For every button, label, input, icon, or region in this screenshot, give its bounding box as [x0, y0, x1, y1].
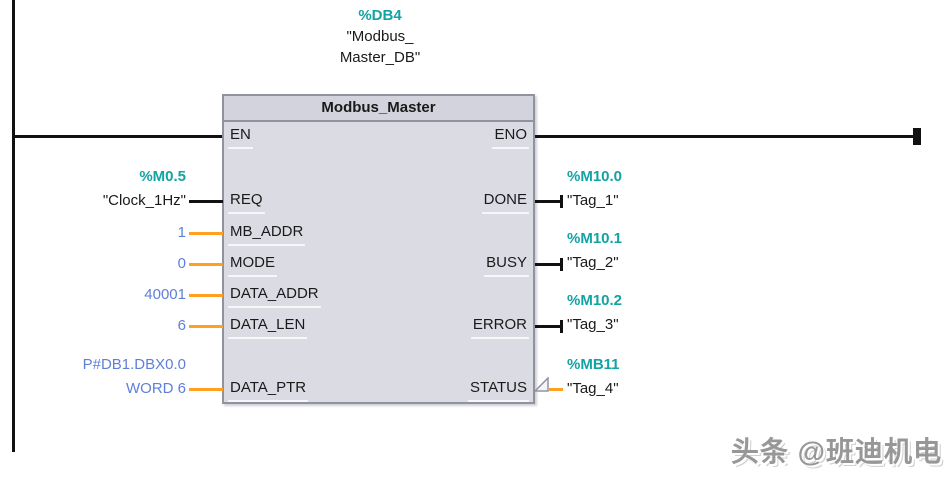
operand-done-address[interactable]: %M10.0	[567, 168, 623, 185]
wire-req	[189, 200, 223, 203]
operand-data-len[interactable]: 6	[177, 317, 186, 334]
wire-busy-tick	[560, 258, 563, 271]
db-name-line2[interactable]: Master_DB"	[339, 49, 421, 66]
operand-status-symbol[interactable]: "Tag_4"	[567, 380, 619, 397]
operand-busy[interactable]: %M10.1 "Tag_2"	[567, 227, 622, 275]
pin-busy[interactable]: BUSY	[484, 253, 529, 277]
wire-mb-addr	[189, 232, 223, 235]
db-address[interactable]: %DB4	[358, 7, 402, 24]
pin-data-addr[interactable]: DATA_ADDR	[228, 284, 321, 308]
wire-mode	[189, 263, 223, 266]
pin-mb-addr[interactable]: MB_ADDR	[228, 222, 306, 246]
operand-busy-address[interactable]: %M10.1	[567, 230, 623, 247]
pin-eno[interactable]: ENO	[492, 125, 529, 149]
instance-db-header[interactable]: %DB4 "Modbus_ Master_DB"	[252, 5, 508, 68]
modbus-master-block[interactable]: Modbus_Master EN REQ MB_ADDR MODE DATA_A…	[222, 94, 535, 404]
operand-error-address[interactable]: %M10.2	[567, 292, 623, 309]
block-title[interactable]: Modbus_Master	[224, 96, 533, 122]
operand-mode[interactable]: 0	[177, 255, 186, 272]
pin-error[interactable]: ERROR	[470, 315, 529, 339]
pin-data-len[interactable]: DATA_LEN	[228, 315, 308, 339]
operand-status[interactable]: %MB11 "Tag_4"	[567, 353, 620, 401]
wire-en	[13, 135, 222, 138]
pin-done[interactable]: DONE	[481, 190, 529, 214]
wire-data-ptr	[189, 388, 223, 391]
operand-error-symbol[interactable]: "Tag_3"	[567, 316, 619, 333]
pin-req[interactable]: REQ	[228, 190, 265, 214]
operand-data-ptr-line2[interactable]: WORD 6	[126, 380, 186, 397]
wire-done-tick	[560, 195, 563, 208]
operand-busy-symbol[interactable]: "Tag_2"	[567, 254, 619, 271]
power-rail	[12, 0, 15, 452]
wire-busy	[535, 263, 562, 266]
operand-req-address[interactable]: %M0.5	[139, 168, 186, 185]
pin-mode[interactable]: MODE	[228, 253, 277, 277]
pin-en[interactable]: EN	[228, 125, 253, 149]
wire-data-len	[189, 325, 223, 328]
operand-status-address[interactable]: %MB11	[567, 356, 620, 373]
operand-done-symbol[interactable]: "Tag_1"	[567, 192, 619, 209]
db-name-line1[interactable]: "Modbus_	[346, 28, 414, 45]
operand-done[interactable]: %M10.0 "Tag_1"	[567, 165, 622, 213]
operand-req-symbol[interactable]: "Clock_1Hz"	[102, 192, 186, 209]
operand-error[interactable]: %M10.2 "Tag_3"	[567, 289, 622, 337]
operand-data-ptr-line1[interactable]: P#DB1.DBX0.0	[82, 356, 186, 373]
wire-data-addr	[189, 294, 223, 297]
wire-done	[535, 200, 562, 203]
pin-data-ptr[interactable]: DATA_PTR	[228, 378, 309, 402]
wire-eno	[535, 135, 917, 138]
operand-req[interactable]: %M0.5 "Clock_1Hz"	[103, 165, 186, 213]
operand-mb-addr[interactable]: 1	[177, 224, 186, 241]
pin-status[interactable]: STATUS	[468, 378, 529, 402]
operand-data-ptr[interactable]: P#DB1.DBX0.0 WORD 6	[83, 353, 186, 401]
wire-error	[535, 325, 562, 328]
wire-status	[549, 388, 563, 391]
wire-error-tick	[560, 320, 563, 333]
type-conversion-icon[interactable]	[534, 377, 549, 392]
wire-end-terminal-icon	[913, 128, 921, 145]
operand-data-addr[interactable]: 40001	[144, 286, 186, 303]
toutiao-watermark: 头条 @班迪机电	[730, 436, 942, 467]
